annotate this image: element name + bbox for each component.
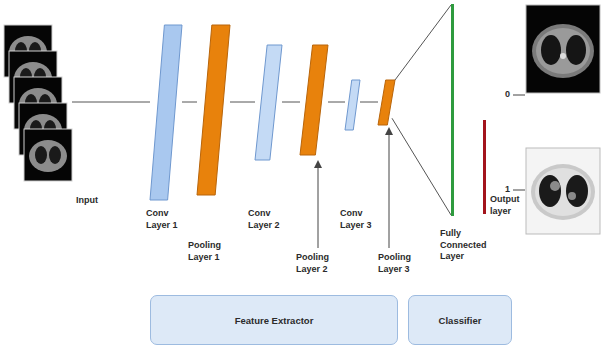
pointer-arrow — [318, 164, 319, 248]
fully-connected-layer-shape — [450, 4, 455, 216]
layer-label: Conv Layer 1 — [146, 208, 188, 231]
layer-label: Conv Layer 3 — [340, 208, 382, 231]
conv-layer-shape — [345, 80, 360, 130]
input-stack-shape — [4, 25, 72, 183]
pooling-layer: Pooling Layer 3 — [378, 80, 395, 125]
output-ct-image — [526, 148, 600, 234]
pooling-layer: Pooling Layer 1 — [197, 25, 230, 195]
conv-layer-shape — [255, 45, 282, 160]
pointer-arrow — [389, 131, 390, 248]
layer-label: Input — [76, 195, 116, 207]
class-label: 0 — [505, 89, 510, 99]
layer-label: Output layer — [490, 194, 524, 217]
input-stack: Input — [4, 25, 72, 183]
pooling-layer: Pooling Layer 2 — [300, 45, 328, 155]
connector — [72, 102, 150, 103]
group-title: Classifier — [439, 315, 482, 326]
layer-label: Pooling Layer 1 — [188, 240, 234, 263]
layer-label: Conv Layer 2 — [248, 208, 290, 231]
output-layer: Output layer — [483, 120, 487, 214]
pooling-layer-shape — [197, 25, 230, 195]
pooling-layer-shape — [378, 80, 395, 125]
leader-line — [513, 190, 525, 191]
layer-label: Fully Connected Layer — [440, 228, 498, 263]
conv-layer: Conv Layer 1 — [150, 25, 182, 200]
output-layer-shape — [483, 120, 487, 214]
class-label: 1 — [505, 184, 510, 194]
pooling-layer-shape — [300, 45, 328, 155]
layer-label: Pooling Layer 2 — [296, 252, 342, 275]
group-box: Feature Extractor — [150, 295, 398, 345]
conv-layer: Conv Layer 3 — [345, 80, 360, 130]
connector — [182, 102, 197, 103]
conv-layer-shape — [150, 25, 182, 200]
group-title: Feature Extractor — [235, 315, 314, 326]
leader-line — [513, 95, 525, 96]
connector — [230, 102, 255, 103]
layer-label: Pooling Layer 3 — [378, 252, 424, 275]
connector — [360, 102, 378, 103]
connector — [282, 102, 300, 103]
fully-connected-layer: Fully Connected Layer — [450, 4, 455, 216]
group-box: Classifier — [408, 295, 512, 345]
conv-layer: Conv Layer 2 — [255, 45, 282, 160]
connector — [328, 102, 345, 103]
connector — [392, 5, 451, 215]
output-ct-image — [526, 5, 600, 93]
